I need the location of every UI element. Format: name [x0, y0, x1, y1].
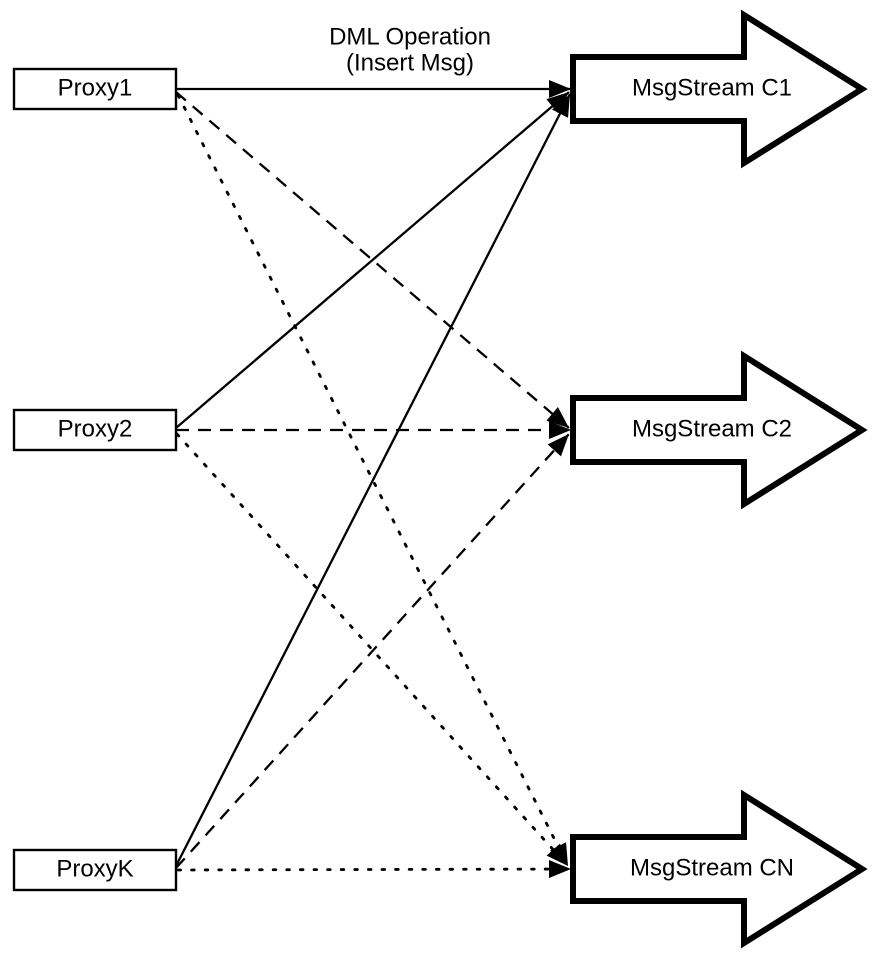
stream-label-msgstream-c2: MsgStream C2 [632, 415, 792, 442]
arrowhead-head-c2-from-proxyk [547, 434, 569, 457]
proxy-proxy1[interactable]: Proxy1 [12, 67, 178, 111]
annotation-line-2: (Insert Msg) [346, 49, 474, 76]
stream-msgstream-cn[interactable]: MsgStream CN [570, 789, 868, 949]
proxy-label-proxy2: Proxy2 [58, 415, 133, 442]
connector-proxy2-to-cn [175, 432, 570, 868]
connections-layer [174, 87, 573, 872]
dml-operation-annotation: DML Operation (Insert Msg) [329, 23, 491, 76]
arrowhead-head-c1-from-proxyk [551, 94, 570, 118]
arrowhead-head-c1-from-proxy2 [546, 92, 569, 114]
proxy-box-rect-proxyk[interactable] [12, 848, 178, 892]
connector-proxyk-to-cn [176, 867, 573, 872]
proxy-label-proxy1: Proxy1 [58, 74, 133, 101]
connector-proxyk-to-c1 [174, 93, 572, 867]
proxy-proxy2[interactable]: Proxy2 [12, 408, 178, 452]
connector-proxy2-to-c1 [175, 91, 570, 429]
annotation-line-1: DML Operation [329, 23, 491, 50]
arrowhead-head-c2-from-proxy1 [546, 406, 569, 428]
connector-proxy1-to-cn [176, 93, 570, 868]
stream-arrow-shape-msgstream-c2[interactable] [570, 350, 868, 510]
connector-proxyk-to-c2 [175, 433, 570, 869]
stream-msgstream-c1[interactable]: MsgStream C1 [570, 9, 868, 169]
proxy-box-rect-proxy1[interactable] [12, 67, 178, 111]
stream-arrow-shape-msgstream-c1[interactable] [570, 9, 868, 169]
streams-layer: MsgStream C1 MsgStream C2 MsgStream CN [570, 9, 868, 949]
stream-label-msgstream-c1: MsgStream C1 [632, 74, 792, 101]
stream-label-msgstream-cn: MsgStream CN [630, 854, 794, 881]
arrowhead-head-cn-from-proxy2 [546, 843, 568, 866]
arrowhead-head-cn-from-proxyk [549, 860, 571, 878]
proxy-label-proxyk: ProxyK [56, 855, 133, 882]
stream-msgstream-c2[interactable]: MsgStream C2 [570, 350, 868, 510]
proxy-proxyk[interactable]: ProxyK [12, 848, 178, 892]
stream-arrow-shape-msgstream-cn[interactable] [570, 789, 868, 949]
arrowheads-layer [546, 80, 571, 878]
arrowhead-head-c2-from-proxy2 [549, 421, 571, 439]
connector-proxy1-to-c2 [175, 91, 570, 429]
arrowhead-head-c1-from-proxy1 [549, 80, 571, 98]
proxy-box-rect-proxy2[interactable] [12, 408, 178, 452]
